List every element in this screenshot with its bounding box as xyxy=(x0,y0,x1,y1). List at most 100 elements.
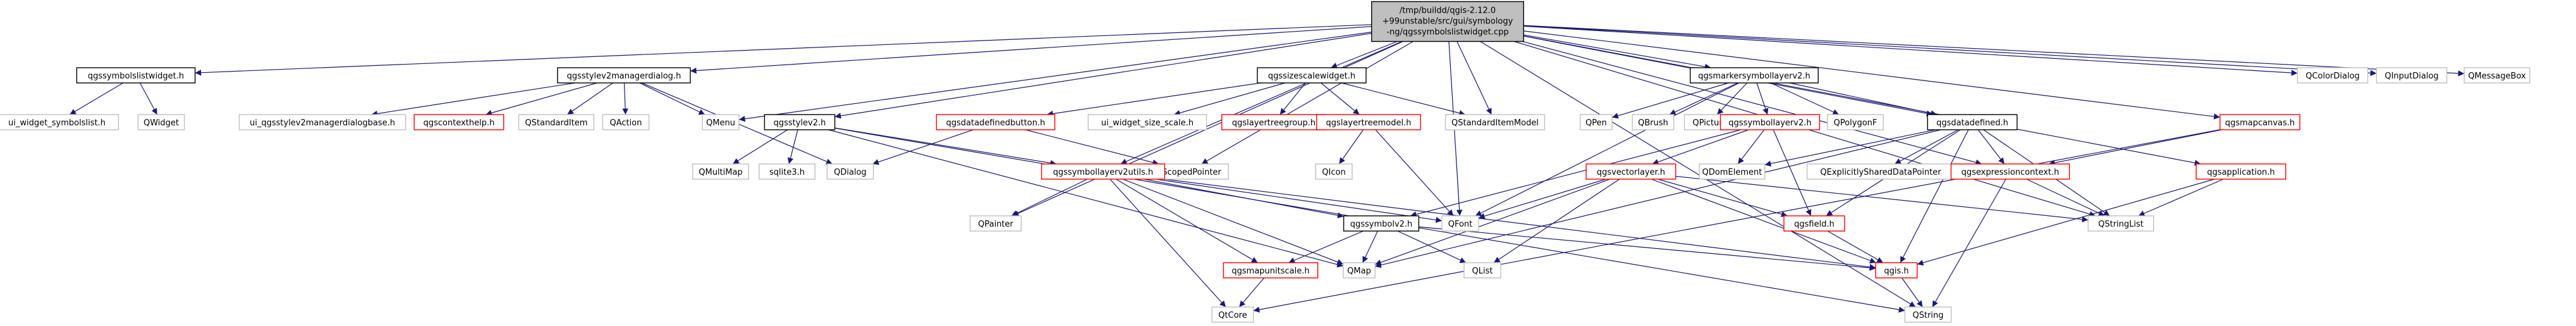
edge-qgsmarkersymbollayerv2_h-to-qgsdatadefined_h xyxy=(1789,82,1938,116)
edge-qgsexpressioncontext_h-to-qstringlist xyxy=(2026,179,2105,216)
node-label: QMap xyxy=(1347,266,1371,276)
edge-qgssymbollayerv2utils_h-to-qgsmapunitscale_h xyxy=(1116,179,1258,263)
node-root[interactable]: /tmp/buildd/qgis-2.12.0+99unstable/src/g… xyxy=(1371,1,1524,42)
node-label: qgssizescalewidget.h xyxy=(1268,72,1355,81)
edge-qgslayertreemodel_h-to-qfont xyxy=(1375,129,1454,216)
node-qtcore: QtCore xyxy=(1211,306,1254,323)
node-label: QBrush xyxy=(1638,118,1668,128)
node-label: qgsfield.h xyxy=(1794,220,1834,229)
edge-qgsvectorlayer_h-to-qmap xyxy=(1374,179,1611,266)
node-label: qgssymbolslistwidget.h xyxy=(88,72,184,81)
node-qmessagebox: QMessageBox xyxy=(2463,67,2530,84)
node-qstring: QString xyxy=(1904,306,1952,323)
node-qgsfield-h[interactable]: qgsfield.h xyxy=(1783,215,1845,232)
node-label: sqlite3.h xyxy=(769,168,805,177)
node-label: ui_widget_symbolslist.h xyxy=(8,118,106,128)
node-label: qgsdatadefinedbutton.h xyxy=(946,118,1046,128)
edge-qgsmarkersymbollayerv2_h-to-qpicture xyxy=(1716,82,1748,115)
edge-qgsvectorlayer_h-to-qfont xyxy=(1478,179,1606,219)
node-qcolordialog: QColorDialog xyxy=(2297,67,2369,84)
node-qgsexpressioncontext-h[interactable]: qgsexpressioncontext.h xyxy=(1950,163,2070,180)
edge-root-to-qgssymbolslistwidget_h xyxy=(195,24,1372,76)
edge-qgssymbolv2_h-to-qgsmapunitscale_h xyxy=(1288,230,1364,263)
edge-qgsexpressioncontext_h-to-qstring xyxy=(1932,179,2006,308)
node-label: QPicture xyxy=(1693,118,1728,128)
node-label: QDialog xyxy=(834,168,867,177)
node-qgssymbolv2-h[interactable]: qgssymbolv2.h xyxy=(1343,215,1420,232)
node-qgssymbollayerv2utils-h[interactable]: qgssymbollayerv2utils.h xyxy=(1041,163,1166,180)
edge-root-to-qgsexpressioncontext_h xyxy=(1522,41,1982,166)
node-qgsvectorlayer-h[interactable]: qgsvectorlayer.h xyxy=(1585,163,1676,180)
edge-qgsdatadefined_h-to-qdomelement xyxy=(1764,129,1936,167)
node-qgsdatadefinedbutton-h[interactable]: qgsdatadefinedbutton.h xyxy=(936,114,1056,130)
edge-root-to-qgsapplication_h xyxy=(1523,35,2201,166)
node-qstandarditem: QStandardItem xyxy=(518,114,595,130)
edge-qgsvectorlayer_h-to-qgsfield_h xyxy=(1657,179,1788,218)
edge-root-to-qstring xyxy=(1480,41,1916,308)
edge-qgsstylev2_h-to-qmap xyxy=(828,129,1343,268)
edge-qgsdatadefined_h-to-qgsexpressioncontext_h xyxy=(1977,129,2005,165)
edge-root-to-qcolordialog xyxy=(1523,25,2298,76)
node-label: qgsmapcanvas.h xyxy=(2225,118,2295,128)
node-qgsmapunitscale-h[interactable]: qgsmapunitscale.h xyxy=(1223,262,1319,279)
node-label: QColorDialog xyxy=(2305,72,2360,81)
edge-qgsstylev2_h-to-qmultimap xyxy=(732,129,788,165)
root-label-line: -ng/qgssymbolslistwidget.cpp xyxy=(1386,28,1508,37)
node-qgsstylev2managerdialog-h[interactable]: qgsstylev2managerdialog.h xyxy=(557,67,691,84)
edge-qgssymbolv2_h-to-qmap xyxy=(1362,230,1378,263)
node-qicon: QIcon xyxy=(1315,163,1353,180)
edge-qgssymbollayerv2utils_h-to-qgssymbolv2_h xyxy=(1144,179,1344,218)
node-label: QMenu xyxy=(706,118,735,128)
edge-qgsvectorlayer_h-to-qstringlist xyxy=(1675,175,2089,223)
node-qstringlist: QStringList xyxy=(2087,215,2154,232)
node-label: QStringList xyxy=(2098,220,2144,229)
edge-qgsfield_h-to-qgis_h xyxy=(1827,230,1884,263)
node-qmultimap: QMultiMap xyxy=(692,163,749,180)
node-label: QMultiMap xyxy=(699,168,742,177)
node-label: QStandardItemModel xyxy=(1451,118,1539,128)
root-label-line: +99unstable/src/gui/symbology xyxy=(1383,17,1513,27)
edge-qgsdatadefinedbutton_h-to-qdialog xyxy=(872,129,974,165)
edge-root-to-qmessagebox xyxy=(1523,25,2465,77)
node-label: qgsapplication.h xyxy=(2207,168,2274,177)
node-qgis-h[interactable]: qgis.h xyxy=(1875,262,1918,279)
edge-qgsapplication_h-to-qstringlist xyxy=(2138,179,2224,216)
node-qgssymbollayerv2-h[interactable]: qgssymbollayerv2.h xyxy=(1719,114,1821,130)
edge-qgssymbollayerv2_h-to-qgssymbolv2_h xyxy=(1410,129,1742,218)
edge-qgssymbollayerv2_h-to-qgsfield_h xyxy=(1773,129,1812,216)
edge-qgsmarkersymbollayerv2_h-to-qbrush xyxy=(1669,82,1738,115)
edge-root-to-qgsmarkersymbollayerv2_h xyxy=(1523,34,1711,70)
node-qgssizescalewidget-h[interactable]: qgssizescalewidget.h xyxy=(1257,67,1367,84)
node-label: QDomElement xyxy=(1702,168,1762,177)
node-label: QFont xyxy=(1448,220,1473,229)
node-label: qgssymbollayerv2utils.h xyxy=(1053,168,1154,177)
node-qgsmarkersymbollayerv2-h[interactable]: qgsmarkersymbollayerv2.h xyxy=(1690,67,1819,84)
node-qgscontexthelp-h[interactable]: qgscontexthelp.h xyxy=(413,114,504,130)
edge-qgssymbollayerv2utils_h-to-qtcore xyxy=(1109,179,1226,308)
node-qgslayertreemodel-h[interactable]: qgslayertreemodel.h xyxy=(1316,114,1421,130)
edge-qgssizescalewidget_h-to-qgslayertreegroup_h xyxy=(1279,82,1306,115)
node-label: QPen xyxy=(1585,118,1607,128)
node-label: qgscontexthelp.h xyxy=(424,118,495,128)
node-qpolygonf: QPolygonF xyxy=(1827,114,1884,130)
edge-root-to-qstandarditemmodel xyxy=(1456,41,1492,115)
edge-qgssymbollayerv2utils_h-to-qgis_h xyxy=(1164,179,1876,270)
node-qfont: QFont xyxy=(1441,215,1479,232)
node-label: qgis.h xyxy=(1884,266,1908,276)
node-qgsdatadefined-h[interactable]: qgsdatadefined.h xyxy=(1927,114,2018,130)
node-qgsmapcanvas-h[interactable]: qgsmapcanvas.h xyxy=(2219,114,2300,130)
node-qgsstylev2-h[interactable]: qgsstylev2.h xyxy=(764,114,836,130)
node-label: QWidget xyxy=(143,118,179,128)
node-qgslayertreegroup-h[interactable]: qgslayertreegroup.h xyxy=(1221,114,1326,130)
edge-qgsmarkersymbollayerv2_h-to-qgssymbollayerv2_h xyxy=(1756,82,1769,115)
edge-qgssizescalewidget_h-to-qgsdatadefinedbutton_h xyxy=(1046,82,1261,117)
node-qgssymbolslistwidget-h[interactable]: qgssymbolslistwidget.h xyxy=(76,67,196,84)
edge-root-to-qgsstylev2_h xyxy=(834,33,1372,119)
edge-root-to-qgsstylev2managerdialog_h xyxy=(690,26,1372,74)
edge-qgsstylev2_h-to-sqlite3_h xyxy=(787,129,798,165)
node-qgsapplication-h[interactable]: qgsapplication.h xyxy=(2195,163,2286,180)
edge-root-to-qgsmapcanvas_h xyxy=(1523,30,2220,120)
node-sqlite3-h: sqlite3.h xyxy=(759,163,815,180)
